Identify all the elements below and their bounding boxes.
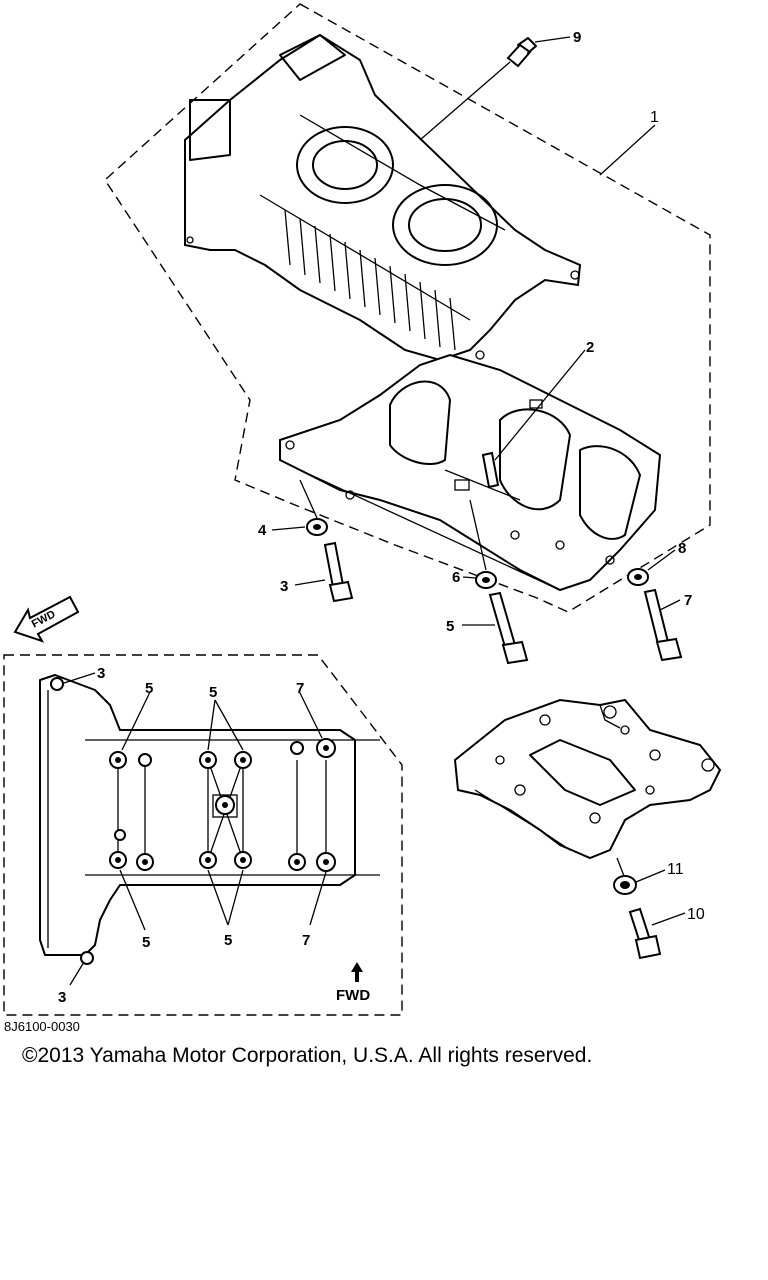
fwd-arrow-icon: FWD	[13, 595, 80, 643]
callout-2: 2	[586, 339, 594, 356]
inset-callout-5-b: 5	[209, 684, 217, 701]
fitting	[419, 36, 571, 141]
inset-fwd-label: FWD	[336, 987, 370, 1004]
callout-7: 7	[684, 592, 692, 609]
lower-crankcase	[279, 353, 662, 592]
inset-callout-7-bottom: 7	[302, 932, 310, 949]
inset-callout-3-bottom: 3	[58, 989, 66, 1006]
callout-1: 1	[650, 109, 659, 126]
callout-11: 11	[667, 861, 684, 878]
assembly-boundary	[104, 3, 711, 613]
callout-3: 3	[280, 578, 288, 595]
inset-callout-5-c: 5	[142, 934, 150, 951]
washer-11	[613, 875, 637, 895]
inset-view: 3 5 5 7 5 5 7 3 FWD	[3, 654, 403, 1016]
inset-bolt-heads	[50, 677, 336, 965]
callout-4: 4	[258, 522, 267, 539]
bolt-5	[488, 591, 529, 665]
callout-6: 6	[452, 569, 460, 586]
callout-8: 8	[678, 540, 686, 557]
bolt-3	[323, 541, 354, 603]
leader-lines	[271, 124, 681, 626]
upper-crankcase	[184, 33, 582, 362]
callout-9: 9	[573, 29, 581, 46]
diagram-code: 8J6100-0030	[4, 1019, 80, 1034]
dowel-pin	[481, 349, 586, 489]
washer-8	[627, 568, 649, 586]
inset-callout-3-top: 3	[97, 665, 105, 682]
callout-5: 5	[446, 618, 454, 635]
inset-callout-7-top: 7	[296, 680, 304, 697]
inset-callout-5-d: 5	[224, 932, 232, 949]
callout-10: 10	[687, 906, 705, 923]
copyright-notice: ©2013 Yamaha Motor Corporation, U.S.A. A…	[22, 1044, 593, 1067]
bolt-10	[628, 907, 662, 960]
washer-6	[475, 571, 497, 589]
inset-fwd-arrow-icon: FWD	[336, 962, 370, 1004]
bracket-plate	[453, 698, 722, 860]
inset-callout-5-a: 5	[145, 680, 153, 697]
bolt-7	[643, 588, 683, 662]
washer-4	[306, 518, 328, 536]
